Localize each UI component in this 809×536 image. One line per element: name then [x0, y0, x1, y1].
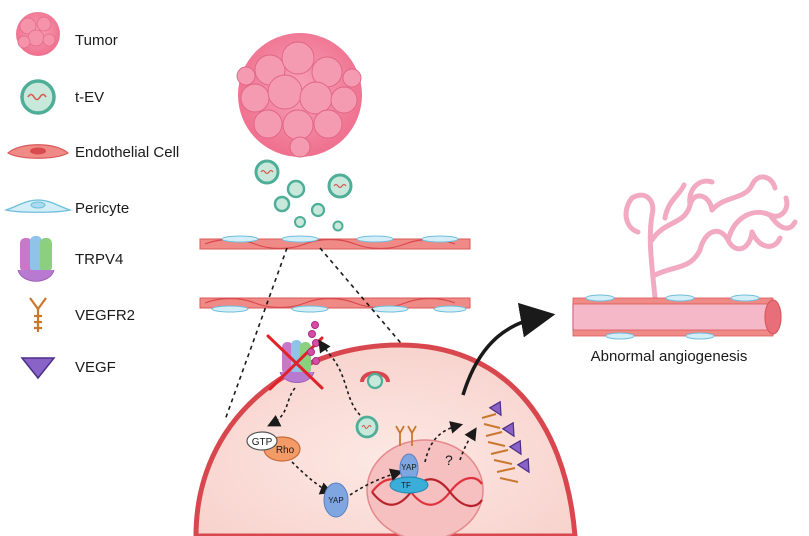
endothelial-cell-zoom [193, 342, 578, 536]
legend-label-vegfr2: VEGFR2 [75, 307, 135, 324]
tumor-icon [16, 12, 60, 56]
progression-arrow [461, 302, 556, 396]
legend-label-pericyte: Pericyte [75, 200, 129, 217]
vegfr2-receptor-icon [29, 297, 47, 332]
vegf-triangle-icon [488, 400, 530, 474]
vesicle-icon [273, 195, 291, 213]
released-vesicles [254, 159, 353, 232]
yap-tf-complex [389, 453, 429, 494]
vesicle-icon [327, 173, 353, 199]
legend-label-endothelial-cell: Endothelial Cell [75, 144, 179, 161]
inhibition-cross-icon [266, 334, 324, 391]
vegfr2-receptor-icon [395, 425, 417, 446]
question-mark: ? [445, 452, 453, 468]
vesicle-icon [294, 216, 306, 228]
pericyte-icon [3, 199, 73, 213]
legend: Tumor t-EV Endothelial Cell Pericyte TRP… [3, 12, 179, 380]
gtp-label: GTP [252, 437, 273, 448]
endothelial-cell-icon [6, 144, 70, 159]
trpv4-channel-icon [279, 340, 315, 383]
tumor-mass [236, 33, 362, 158]
vesicle-icon [332, 220, 344, 232]
vesicle-icon [286, 179, 306, 199]
yap-protein [323, 482, 349, 518]
legend-label-vegf: VEGF [75, 359, 116, 376]
rho-label: Rho [276, 445, 295, 456]
legend-label-t-ev: t-EV [75, 89, 104, 106]
membrane-receptors [481, 400, 530, 483]
trpv4-channel-icon [17, 236, 55, 282]
vesicle-icon [366, 372, 384, 390]
vesicle-icon [254, 159, 280, 185]
calcium-ions [307, 321, 320, 365]
vessel-wall-top [199, 235, 471, 250]
vegf-triangle-icon [20, 357, 56, 380]
pathway-arrows [267, 339, 477, 496]
vesicle-icon [310, 202, 326, 218]
rho-gtpase [246, 431, 301, 462]
yap-nucleus-label: YAP [401, 463, 416, 472]
legend-label-trpv4: TRPV4 [75, 251, 123, 268]
yap-cytoplasm-label: YAP [328, 496, 343, 505]
vesicle-icon [355, 415, 379, 439]
tf-label: TF [401, 481, 411, 490]
vessel-wall-bottom [199, 297, 471, 313]
legend-label-tumor: Tumor [75, 32, 118, 49]
vessel-segment [199, 235, 471, 313]
vesicle-icon [20, 79, 56, 115]
angiogenesis-vessel [572, 174, 798, 340]
caption-abnormal-angiogenesis: Abnormal angiogenesis [591, 348, 748, 365]
